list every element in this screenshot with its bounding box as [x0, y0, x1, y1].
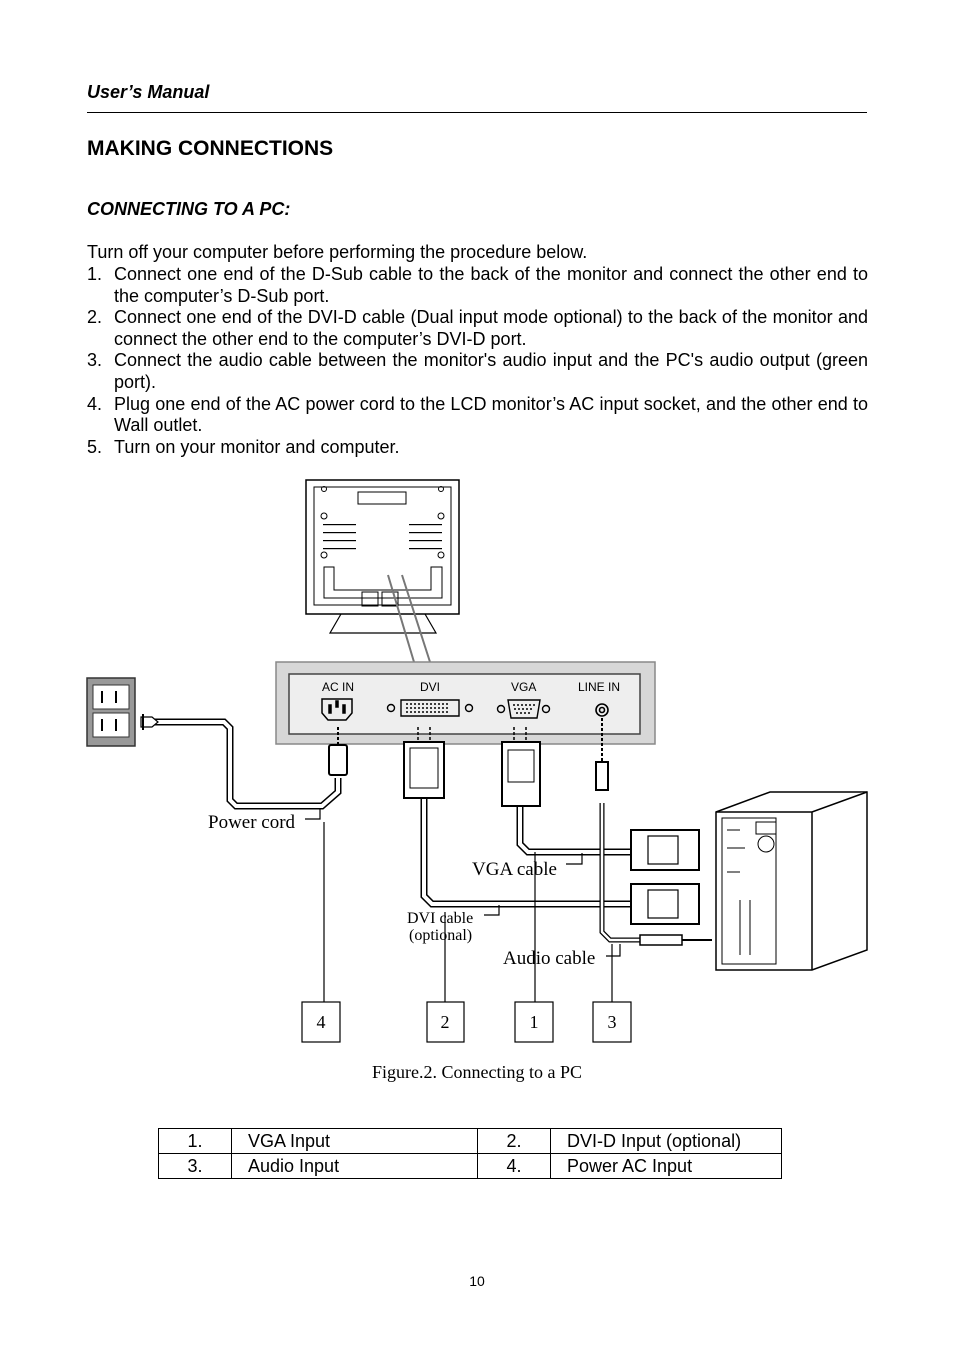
subsection-title: CONNECTING TO A PC: — [87, 199, 291, 219]
zoom-lines — [387, 574, 431, 663]
dvi-cable-label: DVI cable — [407, 910, 473, 927]
header-rule — [87, 112, 867, 113]
step-item: 4. Plug one end of the AC power cord to t… — [87, 394, 868, 437]
legend-description: Power AC Input — [550, 1153, 782, 1179]
step-item: 2. Connect one end of the DVI-D cable (Du… — [87, 307, 868, 350]
pc-tower-illustration — [715, 791, 868, 971]
page-number: 10 — [469, 1273, 485, 1289]
step-text: Connect one end of the DVI-D cable (Dual… — [114, 307, 868, 349]
audio-cable — [595, 718, 640, 943]
intro-text: Turn off your computer before performing… — [87, 242, 588, 262]
step-number: 2. — [87, 307, 103, 328]
step-item: 3. Connect the audio cable between the mo… — [87, 350, 868, 393]
power-cord-label: Power cord — [208, 812, 296, 833]
step-text: Turn on your monitor and computer. — [114, 436, 400, 457]
line-in-jack-icon — [595, 703, 609, 717]
audio-cable-label-bracket — [606, 944, 621, 957]
procedure-steps: 1. Connect one end of the D-Sub cable to … — [87, 264, 868, 458]
wall-outlet-icon — [86, 677, 136, 747]
step-number: 5. — [87, 436, 103, 457]
callout-number: 2 — [441, 1012, 450, 1032]
legend-description: Audio Input — [231, 1153, 478, 1179]
power-cable — [140, 714, 348, 810]
vga-cable-label-bracket — [566, 853, 583, 865]
dvi-optional-label: (optional) — [409, 927, 472, 944]
ac-in-port-label: AC IN — [322, 680, 354, 694]
connection-diagram: AC IN DVI VGA LINE IN — [86, 479, 868, 1043]
dvi-cable-label-bracket — [484, 905, 500, 916]
legend-number: 1. — [158, 1128, 232, 1154]
step-item: 1. Connect one end of the D-Sub cable to … — [87, 264, 868, 307]
step-item: 5. Turn on your monitor and computer. — [87, 437, 868, 459]
legend-description: DVI-D Input (optional) — [550, 1128, 782, 1154]
step-text: Plug one end of the AC power cord to the… — [114, 393, 868, 436]
table-row: 1. VGA Input 2. DVI-D Input (optional) — [158, 1128, 782, 1154]
callout-number: 1 — [530, 1012, 539, 1032]
section-title: MAKING CONNECTIONS — [87, 137, 334, 160]
callout-boxes — [301, 1001, 632, 1043]
dvi-port-icon — [386, 699, 474, 717]
figure-caption: Figure.2. Connecting to a PC — [372, 1062, 582, 1082]
legend-number: 3. — [158, 1153, 232, 1179]
legend-description: VGA Input — [231, 1128, 478, 1154]
vent-dots-left — [323, 524, 356, 550]
legend-number: 2. — [477, 1128, 551, 1154]
step-number: 1. — [87, 264, 103, 284]
vga-port-icon — [496, 699, 551, 719]
port-panel — [275, 661, 656, 745]
legend-table: 1. VGA Input 2. DVI-D Input (optional) 3… — [158, 1128, 782, 1179]
audio-cable-label: Audio cable — [503, 948, 595, 969]
dvi-port-label: DVI — [420, 680, 440, 694]
dvi-cable — [403, 727, 640, 908]
callout-leader-lines — [323, 822, 613, 1002]
vga-cable — [501, 727, 640, 856]
vent-dots-right — [409, 524, 442, 550]
step-text: Connect one end of the D-Sub cable to th… — [114, 264, 868, 306]
step-text: Connect the audio cable between the moni… — [114, 350, 868, 392]
vga-port-label: VGA — [511, 680, 536, 694]
step-number: 3. — [87, 350, 103, 371]
line-in-port-label: LINE IN — [578, 680, 620, 694]
pc-side-connectors — [630, 829, 712, 946]
power-cord-label-bracket — [305, 808, 321, 820]
running-header: User’s Manual — [87, 82, 210, 102]
callout-number: 4 — [317, 1012, 326, 1032]
monitor-back-illustration — [305, 479, 460, 634]
callout-number: 3 — [608, 1012, 617, 1032]
legend-number: 4. — [477, 1153, 551, 1179]
ac-in-socket-icon — [321, 698, 353, 721]
step-number: 4. — [87, 393, 103, 414]
vga-cable-label: VGA cable — [472, 859, 557, 880]
table-row: 3. Audio Input 4. Power AC Input — [158, 1153, 782, 1179]
